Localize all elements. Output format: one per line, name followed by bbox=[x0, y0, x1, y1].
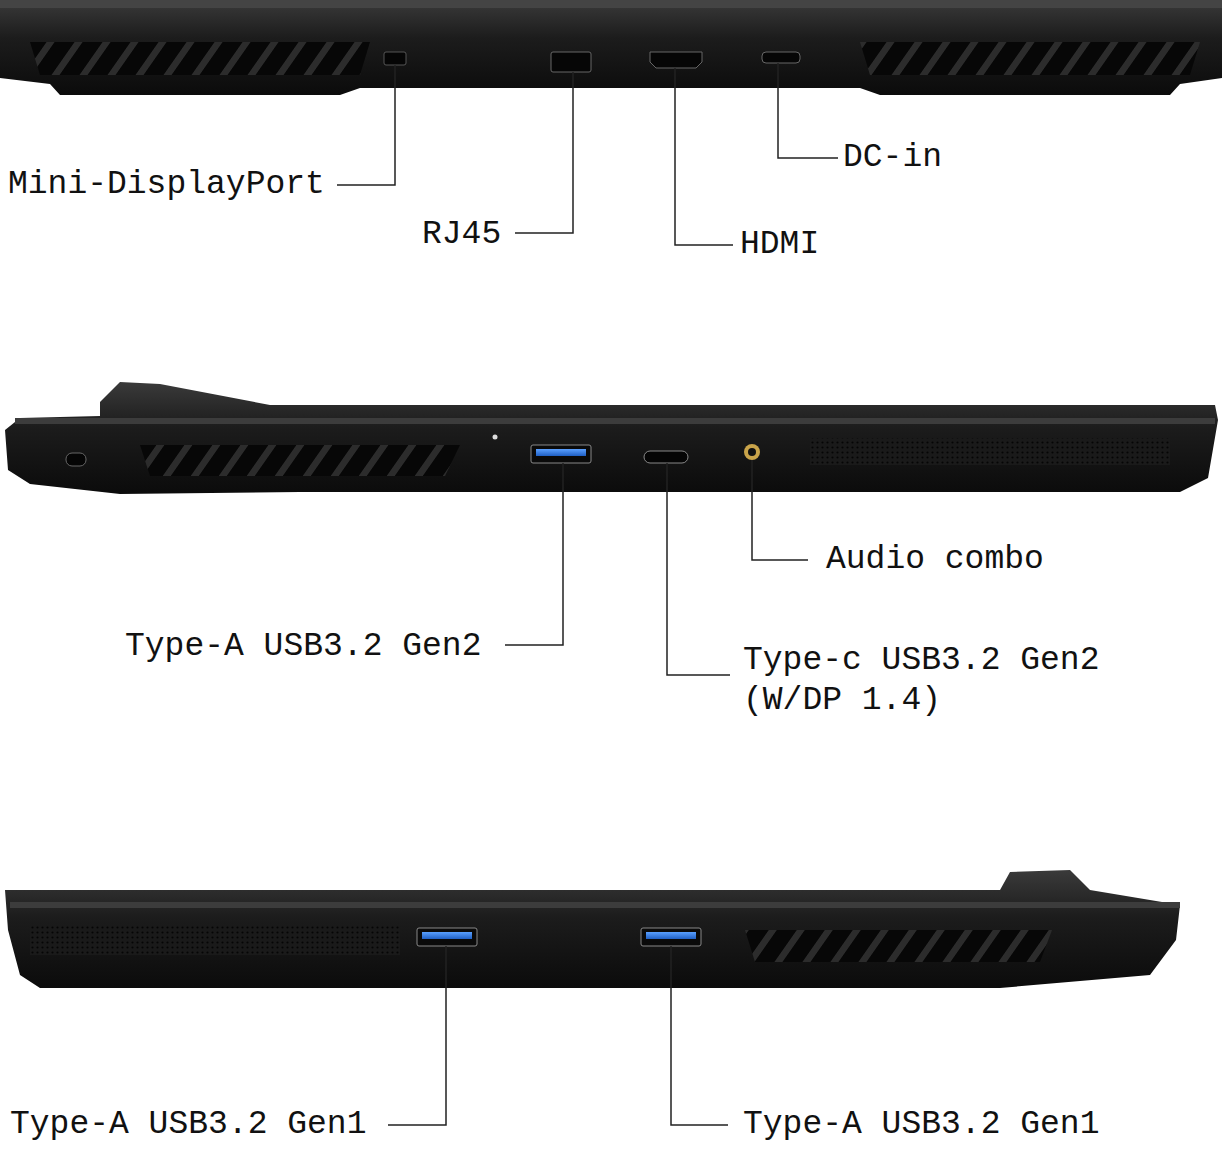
status-led bbox=[493, 435, 498, 440]
lid-edge bbox=[15, 418, 1215, 424]
leader-line bbox=[505, 463, 563, 645]
port-label: Type-A USB3.2 Gen2 bbox=[125, 627, 505, 667]
port-label: Type-c USB3.2 Gen2 (W/DP 1.4) bbox=[743, 641, 1118, 721]
leader-line bbox=[752, 460, 808, 560]
hdmi-port bbox=[650, 52, 702, 68]
mini-displayport bbox=[384, 52, 406, 65]
port-label: HDMI bbox=[740, 225, 840, 265]
vent-grille bbox=[860, 42, 1200, 75]
usb-a-port bbox=[641, 928, 701, 946]
rj45-port bbox=[551, 52, 591, 72]
back-view bbox=[0, 0, 1222, 95]
lid-edge bbox=[10, 902, 1180, 908]
leader-line bbox=[671, 946, 728, 1125]
usb-a-port bbox=[531, 445, 591, 463]
usb-a-tongue bbox=[646, 932, 696, 939]
laptop-side bbox=[5, 382, 1218, 494]
leader-lines bbox=[337, 63, 838, 1125]
leader-line bbox=[388, 946, 446, 1125]
leader-line bbox=[675, 68, 733, 245]
right-side-view bbox=[5, 870, 1180, 988]
usb-a-tongue bbox=[422, 932, 472, 939]
port-label: Mini-DisplayPort bbox=[8, 165, 348, 205]
port-label: Type-A USB3.2 Gen1 bbox=[10, 1105, 390, 1145]
usb-c-port bbox=[644, 451, 688, 463]
lid-edge bbox=[0, 0, 1222, 8]
port-label: Type-A USB3.2 Gen1 bbox=[743, 1105, 1123, 1145]
usb-a-tongue bbox=[536, 449, 586, 456]
vent-grille bbox=[745, 930, 1052, 962]
dc-in-port bbox=[762, 52, 800, 63]
leader-line bbox=[667, 463, 730, 675]
laptop-back bbox=[0, 0, 1222, 95]
speaker-grille bbox=[810, 438, 1170, 465]
speaker-grille bbox=[30, 925, 400, 955]
vent-grille bbox=[30, 42, 370, 75]
vent-grille bbox=[140, 445, 460, 476]
port-label: DC-in bbox=[843, 138, 963, 178]
leader-line bbox=[337, 65, 395, 185]
laptop-side bbox=[5, 870, 1180, 988]
usb-a-port bbox=[417, 928, 477, 946]
audio-jack-hole bbox=[748, 448, 756, 456]
left-side-view bbox=[5, 382, 1218, 494]
audio-jack bbox=[744, 444, 760, 460]
leader-line bbox=[778, 63, 838, 158]
leader-line bbox=[515, 72, 573, 233]
lock-slot bbox=[66, 453, 86, 466]
port-label: RJ45 bbox=[422, 215, 522, 255]
port-label: Audio combo bbox=[826, 540, 1066, 580]
